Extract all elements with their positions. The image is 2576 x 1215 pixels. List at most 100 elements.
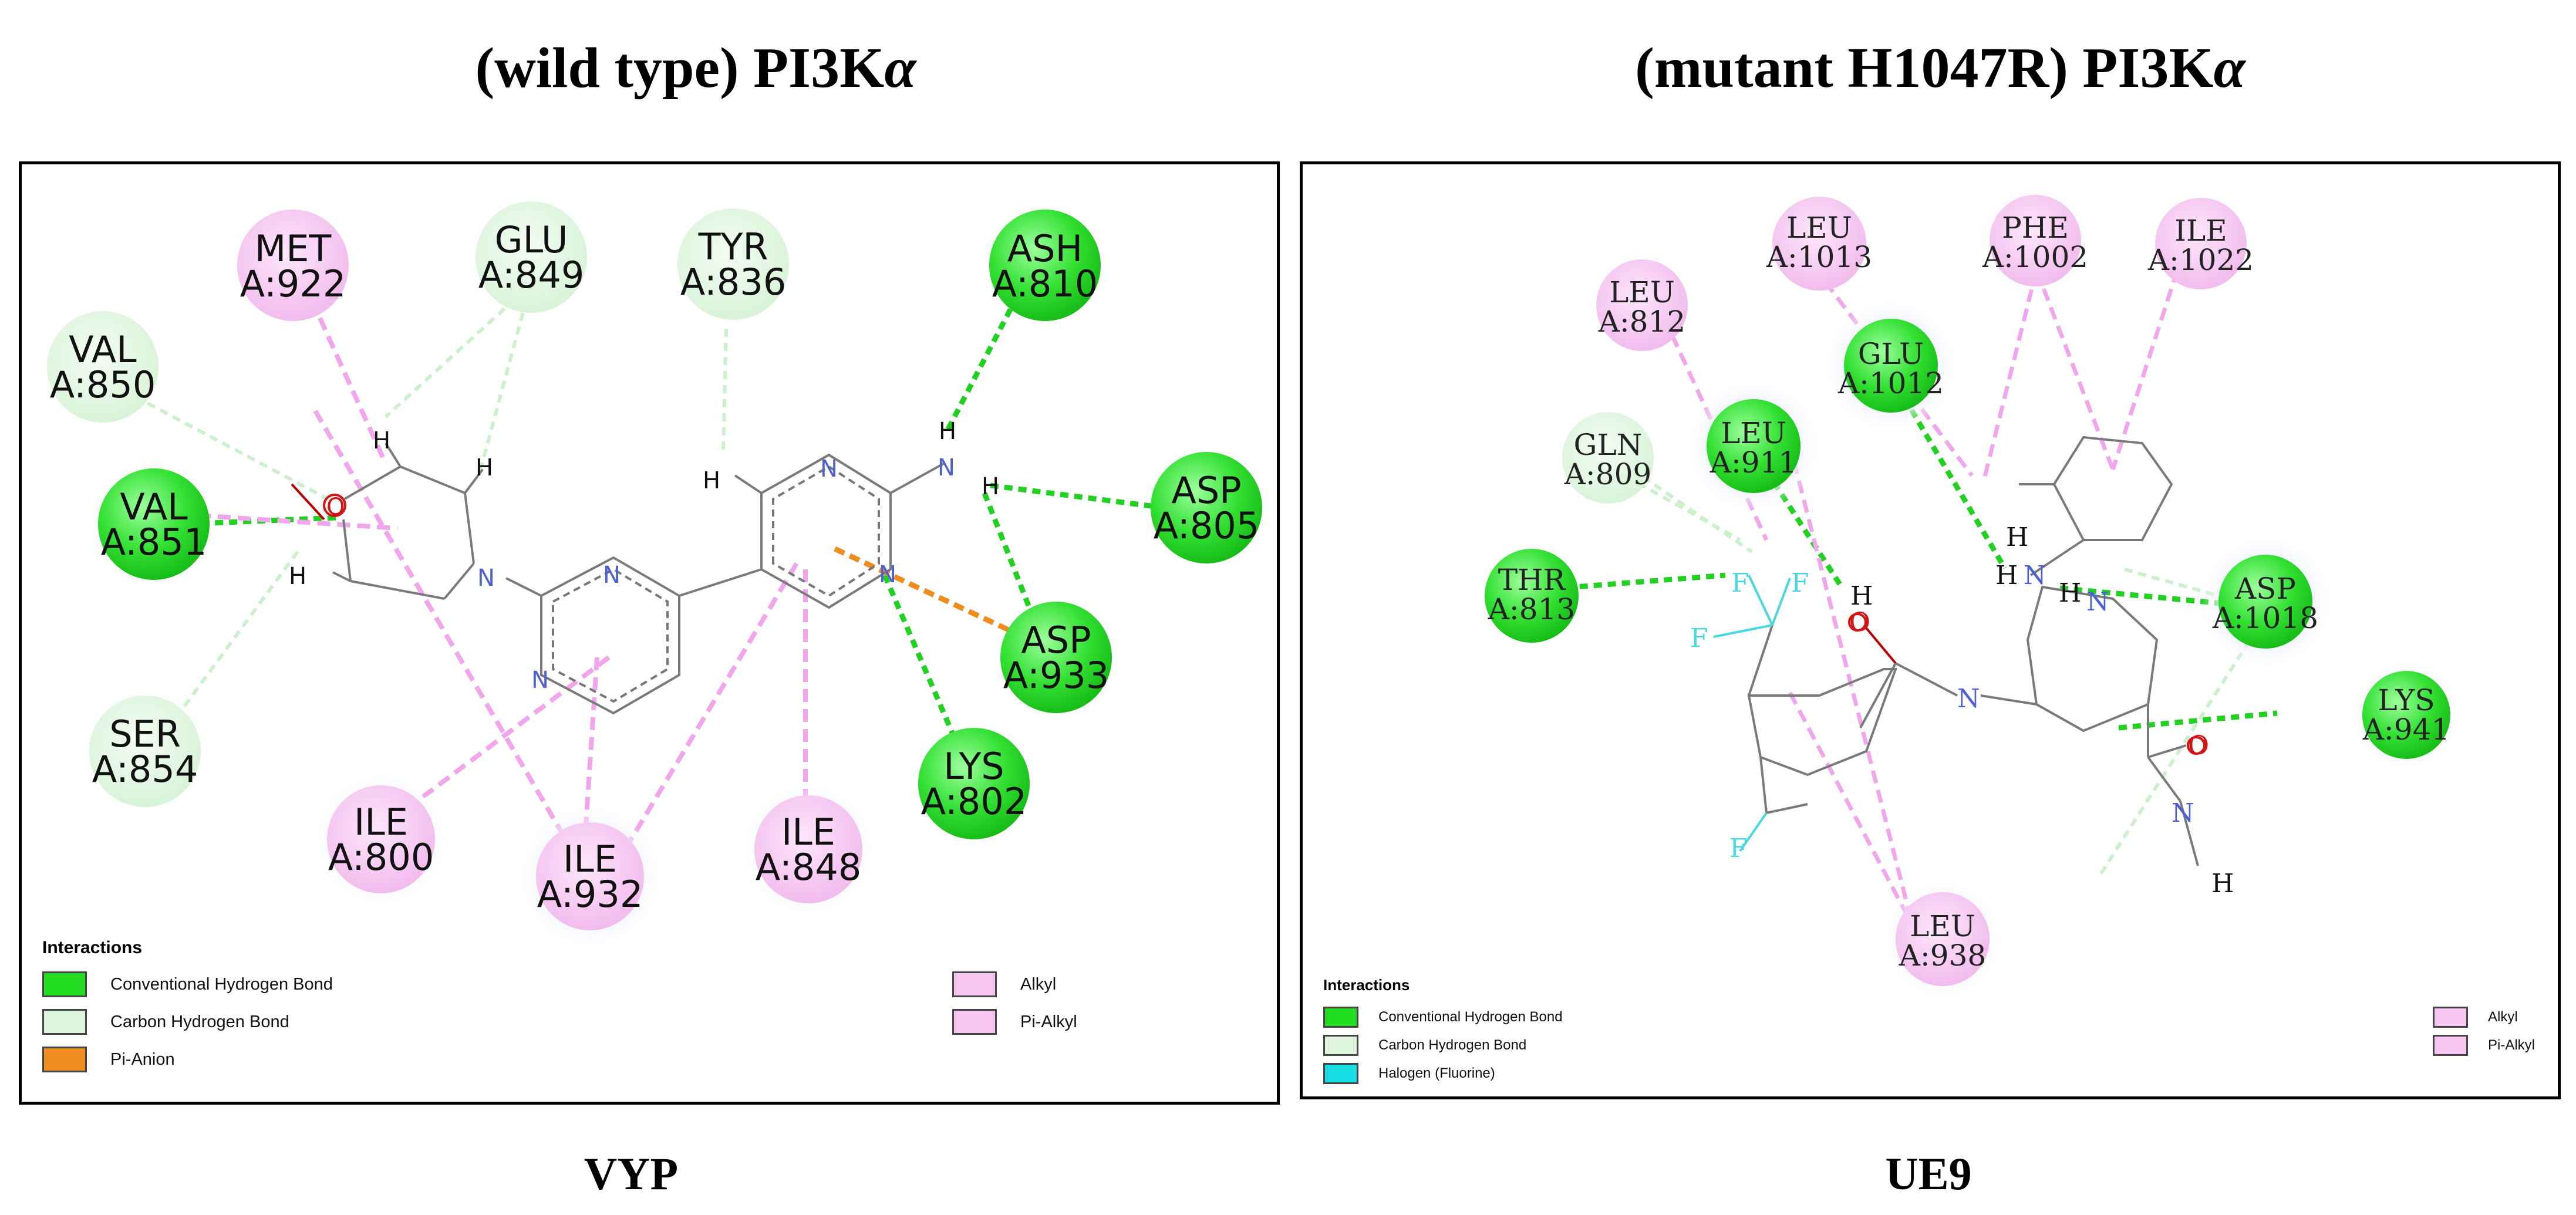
right-title-text: (mutant H1047R) PI3K	[1635, 36, 2214, 100]
svg-text:A:1022: A:1022	[2147, 243, 2254, 277]
left-title-greek: α	[884, 36, 916, 100]
svg-text:ASP: ASP	[1171, 469, 1241, 512]
svg-text:ASH: ASH	[1007, 227, 1083, 270]
legend-swatch	[1323, 1007, 1358, 1028]
svg-text:A:1013: A:1013	[1766, 240, 1872, 274]
alkyl-lines	[197, 281, 808, 865]
fluorine-atom: F	[1731, 568, 1749, 598]
legend-pi-anion: Pi-Anion	[42, 1047, 175, 1072]
left-panel-title: (wild type) PI3Kα	[475, 35, 916, 101]
svg-text:THR: THR	[1498, 563, 1566, 597]
hbond-line	[982, 492, 1040, 629]
left-title-text: (wild type) PI3K	[475, 36, 885, 100]
legend-pi-alkyl: Pi-Alkyl	[2433, 1035, 2535, 1056]
hbond-line	[197, 515, 336, 526]
legend-title: Interactions	[1323, 976, 1410, 994]
svg-text:A:805: A:805	[1154, 504, 1260, 547]
nitrogen-atom: N	[603, 562, 621, 589]
ligand-atoms: O N N N N N N H H H H H H	[289, 418, 999, 694]
nitrogen-atom: N	[2024, 561, 2046, 590]
svg-text:LEU: LEU	[1609, 275, 1675, 309]
svg-text:A:810: A:810	[992, 262, 1098, 305]
svg-text:ILE: ILE	[563, 838, 617, 880]
svg-text:LEU: LEU	[1910, 909, 1975, 943]
svg-text:A:938: A:938	[1899, 939, 1986, 973]
nitrogen-atom: N	[879, 561, 896, 588]
svg-text:A:800: A:800	[328, 836, 434, 879]
svg-text:A:812: A:812	[1598, 305, 1685, 339]
legend-halogen: Halogen (Fluorine)	[1323, 1063, 1495, 1084]
svg-text:ILE: ILE	[781, 811, 835, 853]
right-title-greek: α	[2213, 36, 2245, 100]
hydrogen-atom: H	[373, 427, 390, 454]
hydrogen-atom: H	[939, 418, 956, 445]
hydrogen-atom: H	[2059, 578, 2081, 608]
svg-text:A:809: A:809	[1564, 457, 1651, 491]
svg-text:A:836: A:836	[680, 261, 787, 303]
legend-title: Interactions	[42, 938, 143, 957]
svg-text:ASP: ASP	[2234, 572, 2296, 606]
svg-text:GLU: GLU	[495, 218, 568, 261]
hydrogen-atom: H	[982, 473, 999, 500]
svg-text:A:1018: A:1018	[2212, 601, 2318, 635]
svg-text:A:854: A:854	[92, 748, 198, 791]
left-ligand-caption: VYP	[584, 1148, 679, 1199]
hydrogen-atom: H	[1995, 561, 2018, 590]
legend-pi-alkyl: Pi-Alkyl	[952, 1009, 1077, 1035]
legend-carbon-hbond: Carbon Hydrogen Bond	[1323, 1035, 1526, 1056]
legend-swatch	[42, 1047, 87, 1072]
mutant-diagram-svg: O O N N N N H H H H H F F F F LEUA:1013 …	[1485, 188, 2459, 997]
carbon-hbond-lines	[1613, 459, 2253, 875]
svg-text:TYR: TYR	[698, 225, 768, 268]
hbond-line	[2118, 710, 2278, 731]
svg-text:MET: MET	[255, 227, 332, 270]
svg-text:LEU: LEU	[1721, 416, 1786, 450]
hbond-line	[1764, 469, 1844, 589]
legend-conventional-hbond: Conventional Hydrogen Bond	[42, 971, 333, 997]
ligand-ue9	[1713, 436, 2199, 866]
svg-text:GLN: GLN	[1574, 428, 1643, 462]
svg-text:A:813: A:813	[1488, 592, 1575, 626]
svg-text:ASP: ASP	[1021, 619, 1091, 662]
ligand-vyp	[291, 442, 944, 715]
nitrogen-atom: N	[2086, 587, 2109, 617]
legend-swatch	[42, 971, 87, 997]
right-panel-title: (mutant H1047R) PI3Kα	[1635, 35, 2245, 101]
hydrogen-atom: H	[2006, 522, 2028, 552]
svg-text:A:932: A:932	[537, 873, 643, 916]
svg-text:A:802: A:802	[921, 780, 1027, 823]
svg-text:A:1012: A:1012	[1837, 366, 1944, 400]
right-ligand-caption: UE9	[1885, 1148, 1972, 1199]
nitrogen-atom: N	[477, 565, 495, 592]
svg-text:A:922: A:922	[240, 262, 346, 305]
hydrogen-atom: H	[476, 454, 493, 481]
svg-text:A:850: A:850	[50, 363, 156, 406]
legend-carbon-hbond: Carbon Hydrogen Bond	[42, 1009, 289, 1035]
fluorine-atom: F	[1791, 568, 1809, 598]
legend-swatch	[2433, 1007, 2468, 1028]
svg-text:LYS: LYS	[2378, 683, 2435, 717]
